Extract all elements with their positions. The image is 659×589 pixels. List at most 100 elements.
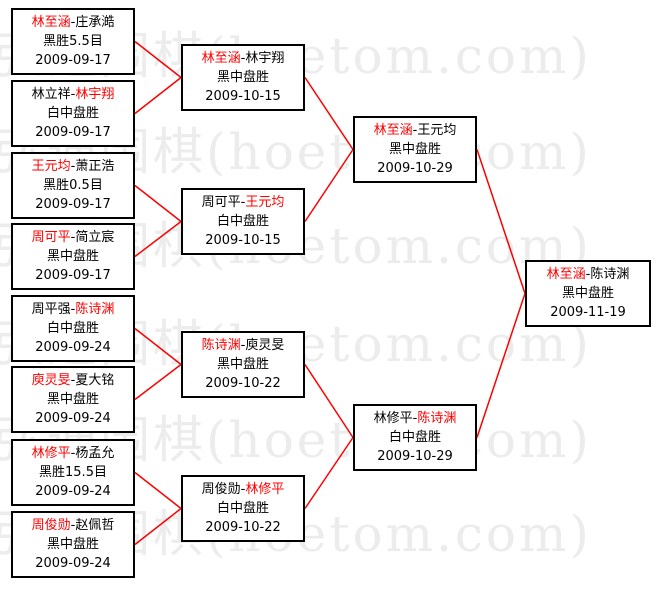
player1-name: 林修平 [31,446,71,461]
bracket-connector [304,364,354,438]
separator: - [70,302,76,317]
bracket-connector [304,437,354,509]
separator: - [70,15,76,30]
separator: - [240,195,246,210]
match-box-round1: 周可平-简立宸 黑中盘胜 2009-09-17 [11,223,135,290]
match-box-round2: 周俊勋-林修平 白中盘胜 2009-10-22 [181,475,305,542]
match-players: 庾灵旻-夏大铭 [32,371,115,390]
match-players: 周可平-王元均 [202,193,285,212]
separator: - [70,87,76,102]
separator: - [412,411,418,426]
match-result: 黑中盘胜 [46,392,99,407]
match-players: 周可平-简立宸 [32,228,115,247]
player1-name: 王元均 [31,159,71,174]
match-box-round1: 周俊勋-赵佩哲 黑中盘胜 2009-09-24 [11,511,135,578]
player1-name: 林至涵 [546,267,586,282]
match-result: 白中盘胜 [216,501,269,516]
match-date: 2009-10-29 [377,449,453,464]
match-box-round1: 林至涵-庄承澔 黑胜5.5目 2009-09-17 [11,8,135,75]
bracket-connector [304,77,354,150]
match-box-round2: 林至涵-林宇翔 黑中盘胜 2009-10-15 [181,44,305,111]
bracket-connector [134,40,182,79]
match-box-round2: 周可平-王元均 白中盘胜 2009-10-15 [181,188,305,255]
match-box-round1: 林修平-杨孟允 黑胜15.5目 2009-09-24 [11,439,135,506]
player2-name: 林宇翔 [245,51,285,66]
match-players: 林至涵-庄承澔 [32,13,115,32]
match-box-round1: 林立祥-林宇翔 白中盘胜 2009-09-17 [11,80,135,147]
match-players: 林至涵-王元均 [374,121,457,140]
player2-name: 庾灵旻 [245,338,285,353]
bracket-connector [134,507,182,546]
match-result: 黑中盘胜 [46,249,99,264]
match-date: 2009-10-29 [377,161,453,176]
match-players: 周俊勋-赵佩哲 [32,516,115,535]
separator: - [70,518,76,533]
separator: - [240,51,246,66]
player2-name: 陈诗渊 [75,302,115,317]
player2-name: 萧正浩 [75,159,115,174]
match-box-round1: 庾灵旻-夏大铭 黑中盘胜 2009-09-24 [11,366,135,433]
separator: - [585,267,591,282]
player1-name: 周俊勋 [201,482,241,497]
match-box-round1: 周平强-陈诗渊 白中盘胜 2009-09-24 [11,295,135,362]
bracket-connector [476,293,526,438]
match-result: 黑中盘胜 [216,357,269,372]
match-date: 2009-10-15 [205,89,281,104]
player2-name: 陈诗渊 [417,411,457,426]
player2-name: 林宇翔 [75,87,115,102]
player1-name: 庾灵旻 [31,373,71,388]
match-box-round3: 林至涵-王元均 黑中盘胜 2009-10-29 [353,116,477,183]
match-date: 2009-09-24 [35,484,111,499]
match-result: 白中盘胜 [46,321,99,336]
match-players: 陈诗渊-庾灵旻 [202,336,285,355]
match-date: 2009-09-24 [35,556,111,571]
bracket-connector [134,76,182,115]
match-date: 2009-10-15 [205,233,281,248]
match-result: 白中盘胜 [216,214,269,229]
match-players: 林至涵-陈诗渊 [547,265,630,284]
match-date: 2009-09-17 [35,197,111,212]
match-box-round1: 王元均-萧正浩 黑胜0.5目 2009-09-17 [11,152,135,219]
separator: - [70,159,76,174]
match-result: 黑胜0.5目 [43,178,103,193]
match-box-round2: 陈诗渊-庾灵旻 黑中盘胜 2009-10-22 [181,331,305,398]
player2-name: 王元均 [245,195,285,210]
match-players: 周俊勋-林修平 [202,480,285,499]
match-players: 林修平-陈诗渊 [374,409,457,428]
match-result: 黑中盘胜 [388,142,441,157]
bracket-connector [134,363,182,401]
match-result: 黑中盘胜 [216,70,269,85]
match-players: 林至涵-林宇翔 [202,49,285,68]
match-result: 黑中盘胜 [561,286,614,301]
player2-name: 赵佩哲 [75,518,115,533]
match-date: 2009-09-17 [35,268,111,283]
player1-name: 周可平 [31,230,71,245]
player1-name: 林至涵 [201,51,241,66]
player1-name: 林至涵 [373,123,413,138]
bracket-connector [134,471,182,510]
separator: - [70,373,76,388]
separator: - [412,123,418,138]
separator: - [240,338,246,353]
player1-name: 陈诗渊 [201,338,241,353]
player2-name: 杨孟允 [75,446,115,461]
match-box-round3: 林修平-陈诗渊 白中盘胜 2009-10-29 [353,404,477,471]
bracket-connector [476,149,526,294]
player2-name: 庄承澔 [75,15,115,30]
bracket-connector [304,149,354,222]
player2-name: 王元均 [417,123,457,138]
match-players: 林立祥-林宇翔 [32,85,115,104]
player1-name: 林至涵 [31,15,71,30]
match-date: 2009-10-22 [205,376,281,391]
player1-name: 周俊勋 [31,518,71,533]
match-date: 2009-10-22 [205,520,281,535]
match-result: 白中盘胜 [46,106,99,121]
match-result: 黑中盘胜 [46,537,99,552]
match-result: 黑胜15.5目 [39,465,107,480]
match-date: 2009-09-24 [35,411,111,426]
match-box-final: 林至涵-陈诗渊 黑中盘胜 2009-11-19 [525,260,651,327]
player2-name: 夏大铭 [75,373,115,388]
player2-name: 林修平 [245,482,285,497]
bracket-connector [134,184,182,223]
